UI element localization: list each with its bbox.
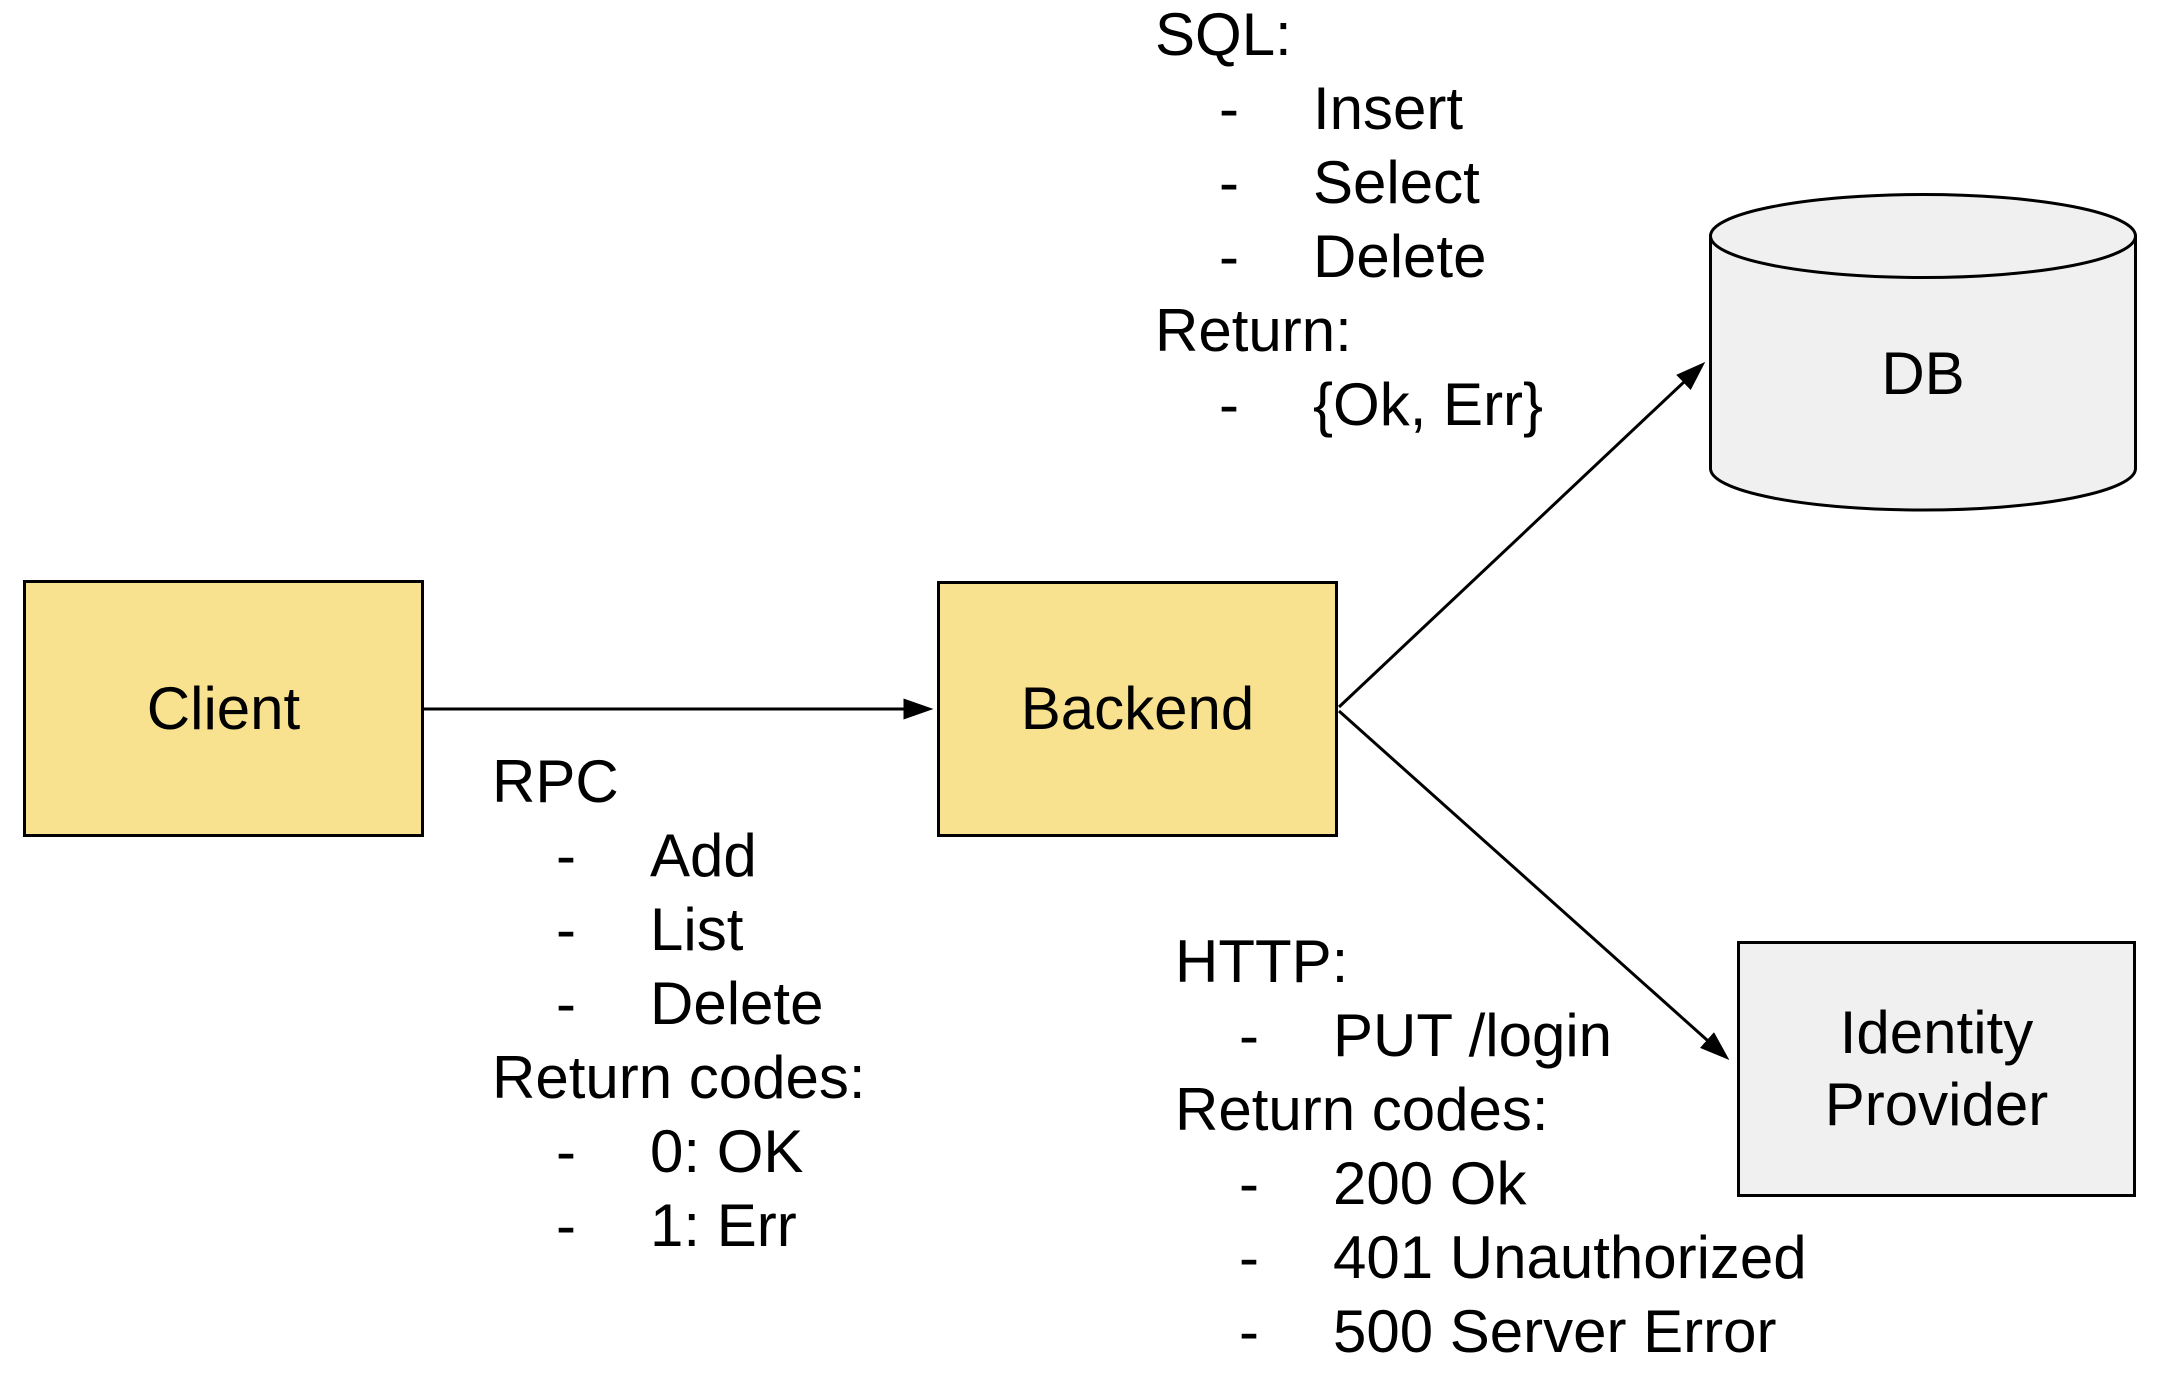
cylinder-top bbox=[1709, 193, 2137, 279]
db-node: DB bbox=[1709, 193, 2137, 512]
bullet-dash: - bbox=[1239, 1224, 1259, 1291]
annotation-line: -Delete bbox=[1155, 220, 1543, 294]
annotation-line: Return: bbox=[1155, 297, 1352, 364]
annotation-line: -401 Unauthorized bbox=[1175, 1221, 1807, 1295]
annotation-line: -Select bbox=[1155, 146, 1543, 220]
sql-annotation: SQL: -Insert -Select -Delete Return: -{O… bbox=[1155, 0, 1543, 442]
annotation-line: -List bbox=[492, 893, 866, 967]
client-node: Client bbox=[23, 580, 424, 837]
bullet-dash: - bbox=[1239, 1150, 1259, 1217]
annotation-line: -Insert bbox=[1155, 72, 1543, 146]
db-cylinder-shape bbox=[1709, 193, 2137, 512]
bullet-dash: - bbox=[1239, 1002, 1259, 1069]
annotation-line: SQL: bbox=[1155, 1, 1292, 68]
db-node-label: DB bbox=[1881, 339, 1965, 407]
annotation-line: -200 Ok bbox=[1175, 1147, 1807, 1221]
bullet-dash: - bbox=[1219, 75, 1239, 142]
identity-provider-node: Identity Provider bbox=[1737, 941, 2136, 1197]
bullet-dash: - bbox=[556, 1192, 576, 1259]
annotation-line: -500 Server Error bbox=[1175, 1295, 1807, 1369]
annotation-line: -{Ok, Err} bbox=[1155, 368, 1543, 442]
annotation-line: RPC bbox=[492, 748, 619, 815]
annotation-line: -0: OK bbox=[492, 1115, 866, 1189]
rpc-annotation: RPC -Add -List -Delete Return codes: -0:… bbox=[492, 745, 866, 1263]
bullet-dash: - bbox=[1219, 149, 1239, 216]
bullet-dash: - bbox=[556, 970, 576, 1037]
bullet-dash: - bbox=[556, 1118, 576, 1185]
bullet-dash: - bbox=[1219, 371, 1239, 438]
annotation-line: -1: Err bbox=[492, 1189, 866, 1263]
identity-provider-node-label: Identity Provider bbox=[1824, 999, 2049, 1138]
bullet-dash: - bbox=[556, 896, 576, 963]
annotation-line: -PUT /login bbox=[1175, 999, 1807, 1073]
annotation-line: HTTP: bbox=[1175, 928, 1349, 995]
client-node-label: Client bbox=[146, 674, 301, 742]
bullet-dash: - bbox=[1219, 223, 1239, 290]
bullet-dash: - bbox=[556, 822, 576, 889]
bullet-dash: - bbox=[1239, 1298, 1259, 1365]
annotation-line: -Delete bbox=[492, 967, 866, 1041]
backend-node-label: Backend bbox=[1020, 675, 1255, 742]
annotation-line: Return codes: bbox=[492, 1044, 866, 1111]
annotation-line: Return codes: bbox=[1175, 1076, 1549, 1143]
http-annotation: HTTP: -PUT /login Return codes: -200 Ok … bbox=[1175, 925, 1807, 1369]
cylinder-body bbox=[1709, 236, 2137, 512]
annotation-line: -Add bbox=[492, 819, 866, 893]
backend-node: Backend bbox=[937, 581, 1338, 837]
